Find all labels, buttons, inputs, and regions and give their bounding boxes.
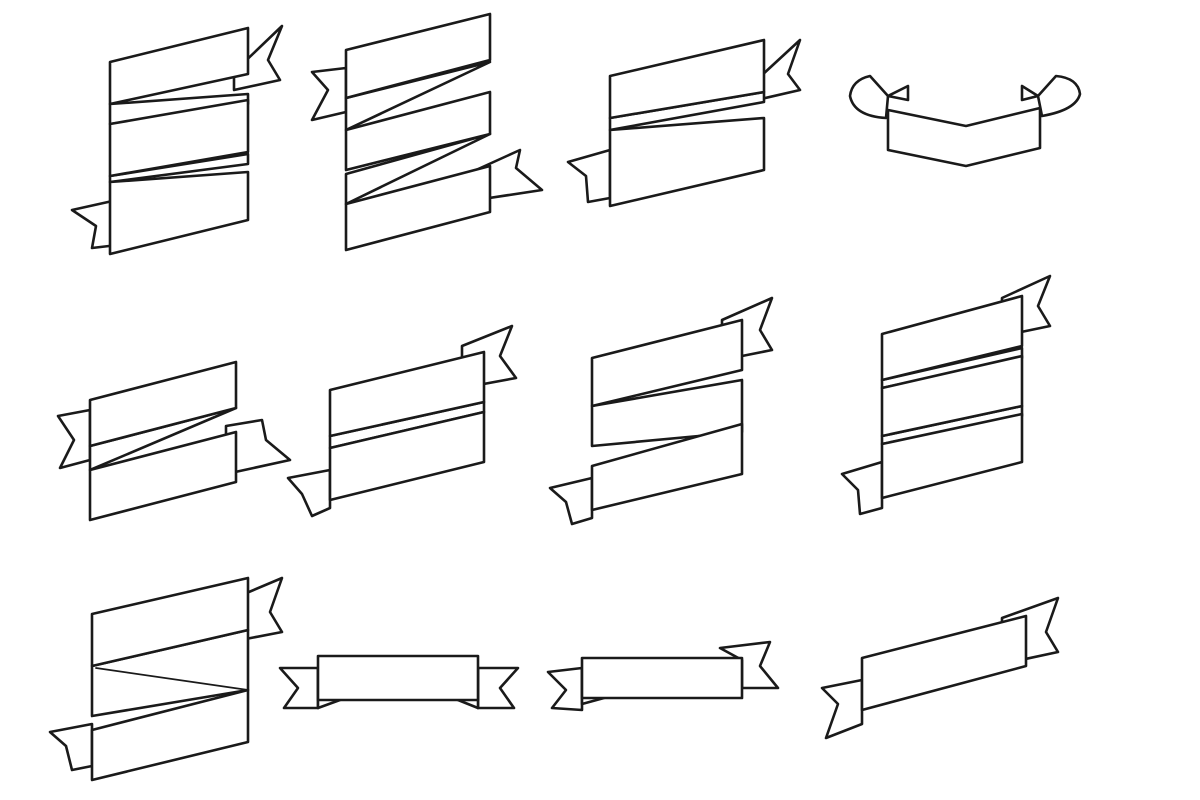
ribbon-banner-12 <box>820 596 1060 740</box>
ribbon-banner-10 <box>278 654 520 710</box>
ribbon-banner-8 <box>840 274 1052 516</box>
ribbon-banner-3 <box>566 38 802 208</box>
ribbon-banner-4 <box>848 74 1082 168</box>
ribbon-banner-9 <box>48 576 284 782</box>
ribbon-banner-11 <box>546 640 780 712</box>
ribbon-banner-7 <box>548 296 774 526</box>
ribbon-banner-5 <box>56 360 292 522</box>
ribbon-banner-1 <box>70 24 284 256</box>
ribbon-banner-6 <box>286 324 518 518</box>
ribbon-banner-2 <box>310 12 544 252</box>
